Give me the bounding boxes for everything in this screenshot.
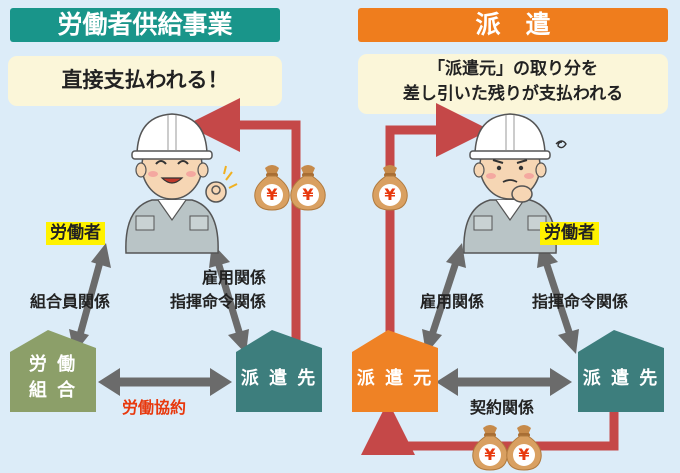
house-labor-union-label-1: 労 働: [28, 354, 78, 375]
right-bubble: [358, 54, 668, 114]
left-bottom-double-arrow: [98, 368, 232, 396]
yen-symbol: ¥: [484, 445, 496, 464]
right-payment-arrow-bottom: [361, 401, 619, 455]
left-rel-employment: 雇用関係: [202, 268, 267, 287]
yen-symbol: ¥: [266, 185, 278, 204]
yen-symbol: ¥: [302, 185, 314, 204]
right-rel-command: 指揮命令関係: [532, 292, 629, 311]
worker-worried-icon: [463, 113, 567, 254]
left-bottom-rel-label: 労働協約: [122, 398, 187, 417]
left-payment-arrow: [186, 98, 301, 342]
left-rel-command: 指揮命令関係: [170, 292, 267, 311]
house-destination-right-label: 派 遣 先: [582, 368, 660, 389]
house-dispatch-destination-left: [236, 330, 322, 412]
yen-symbol: ¥: [518, 445, 530, 464]
right-bubble-text-2: 差し引いた残りが支払われる: [402, 84, 624, 104]
house-source-label: 派 遣 元: [356, 368, 434, 389]
right-title: 派 遣: [475, 10, 551, 39]
left-bubble: [8, 56, 282, 106]
left-bubble-text: 直接支払われる！: [61, 68, 229, 92]
worker-happy-ok-icon: [125, 113, 238, 254]
right-worker-label: 労働者: [540, 222, 599, 245]
left-worker-label: 労働者: [46, 222, 105, 245]
house-dispatch-destination-right: [578, 330, 664, 412]
right-payment-arrow-top: [385, 103, 490, 342]
right-bottom-rel-label: 契約関係: [470, 398, 535, 417]
house-labor-union: [10, 330, 96, 412]
house-destination-left-label: 派 遣 先: [240, 368, 318, 389]
house-dispatch-source: [352, 330, 438, 412]
left-title: 労働者供給事業: [57, 10, 233, 39]
right-rel-employment: 雇用関係: [420, 292, 485, 311]
right-bubble-text-1: 「派遣元」の取り分を: [428, 59, 598, 79]
left-title-bar: [10, 8, 280, 42]
house-labor-union-label-2: 組 合: [28, 380, 78, 401]
left-rel-union-member: 組合員関係: [30, 292, 111, 311]
right-bottom-double-arrow: [436, 368, 572, 396]
right-title-bar: [358, 8, 668, 42]
yen-symbol: ¥: [384, 185, 396, 204]
